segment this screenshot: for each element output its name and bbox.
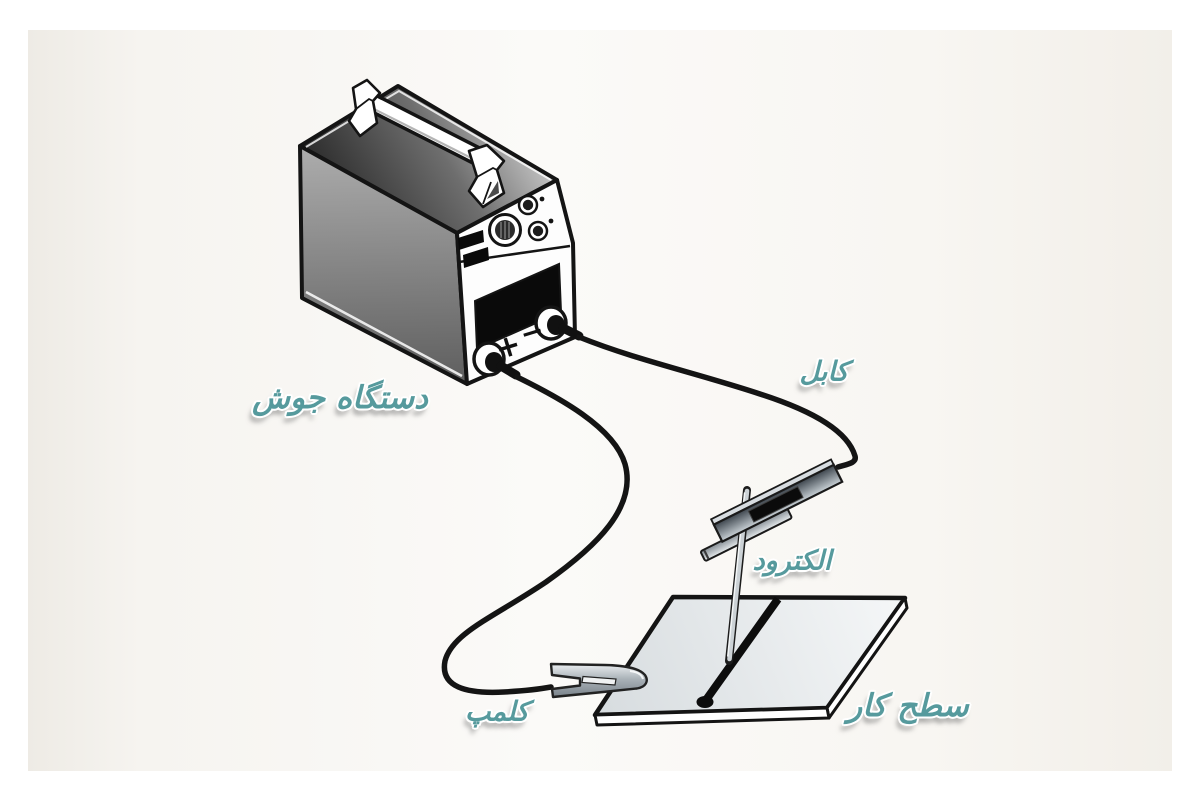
bracket-shadow xyxy=(487,181,499,199)
handle-bracket-left xyxy=(347,78,382,138)
ground-clamp xyxy=(549,662,648,699)
holder-body xyxy=(709,458,844,544)
display-window-1 xyxy=(458,230,484,250)
label-work-surface: سطح کار xyxy=(847,688,969,724)
small-knob-1 xyxy=(517,194,539,216)
holder-slot xyxy=(747,486,804,523)
small-knob-2 xyxy=(527,220,549,242)
plate-front-edge xyxy=(593,706,831,727)
label-cable: کابل xyxy=(799,356,849,388)
display-window-2 xyxy=(463,247,489,268)
label-clamp: کلمپ xyxy=(465,696,529,728)
clamp-slot xyxy=(581,675,617,686)
main-knob xyxy=(488,213,522,247)
weld-seam xyxy=(702,596,782,703)
welding-machine: + − xyxy=(298,78,584,386)
work-plate xyxy=(592,594,909,727)
clamp-highlight xyxy=(629,670,644,680)
base-highlight xyxy=(305,290,463,378)
ground-cable xyxy=(441,374,630,696)
page-background xyxy=(28,30,1172,771)
negative-terminal xyxy=(534,305,584,341)
label-electrode: الکترود xyxy=(752,545,832,577)
electrode-cable xyxy=(576,334,858,470)
indicator-dot-2 xyxy=(548,218,554,224)
positive-terminal xyxy=(472,341,521,380)
carry-handle xyxy=(347,78,506,209)
top-highlight xyxy=(305,89,552,181)
label-welding-machine: دستگاه جوش xyxy=(252,380,428,416)
weld-pool xyxy=(696,696,714,708)
indicator-dot-1 xyxy=(539,196,545,202)
